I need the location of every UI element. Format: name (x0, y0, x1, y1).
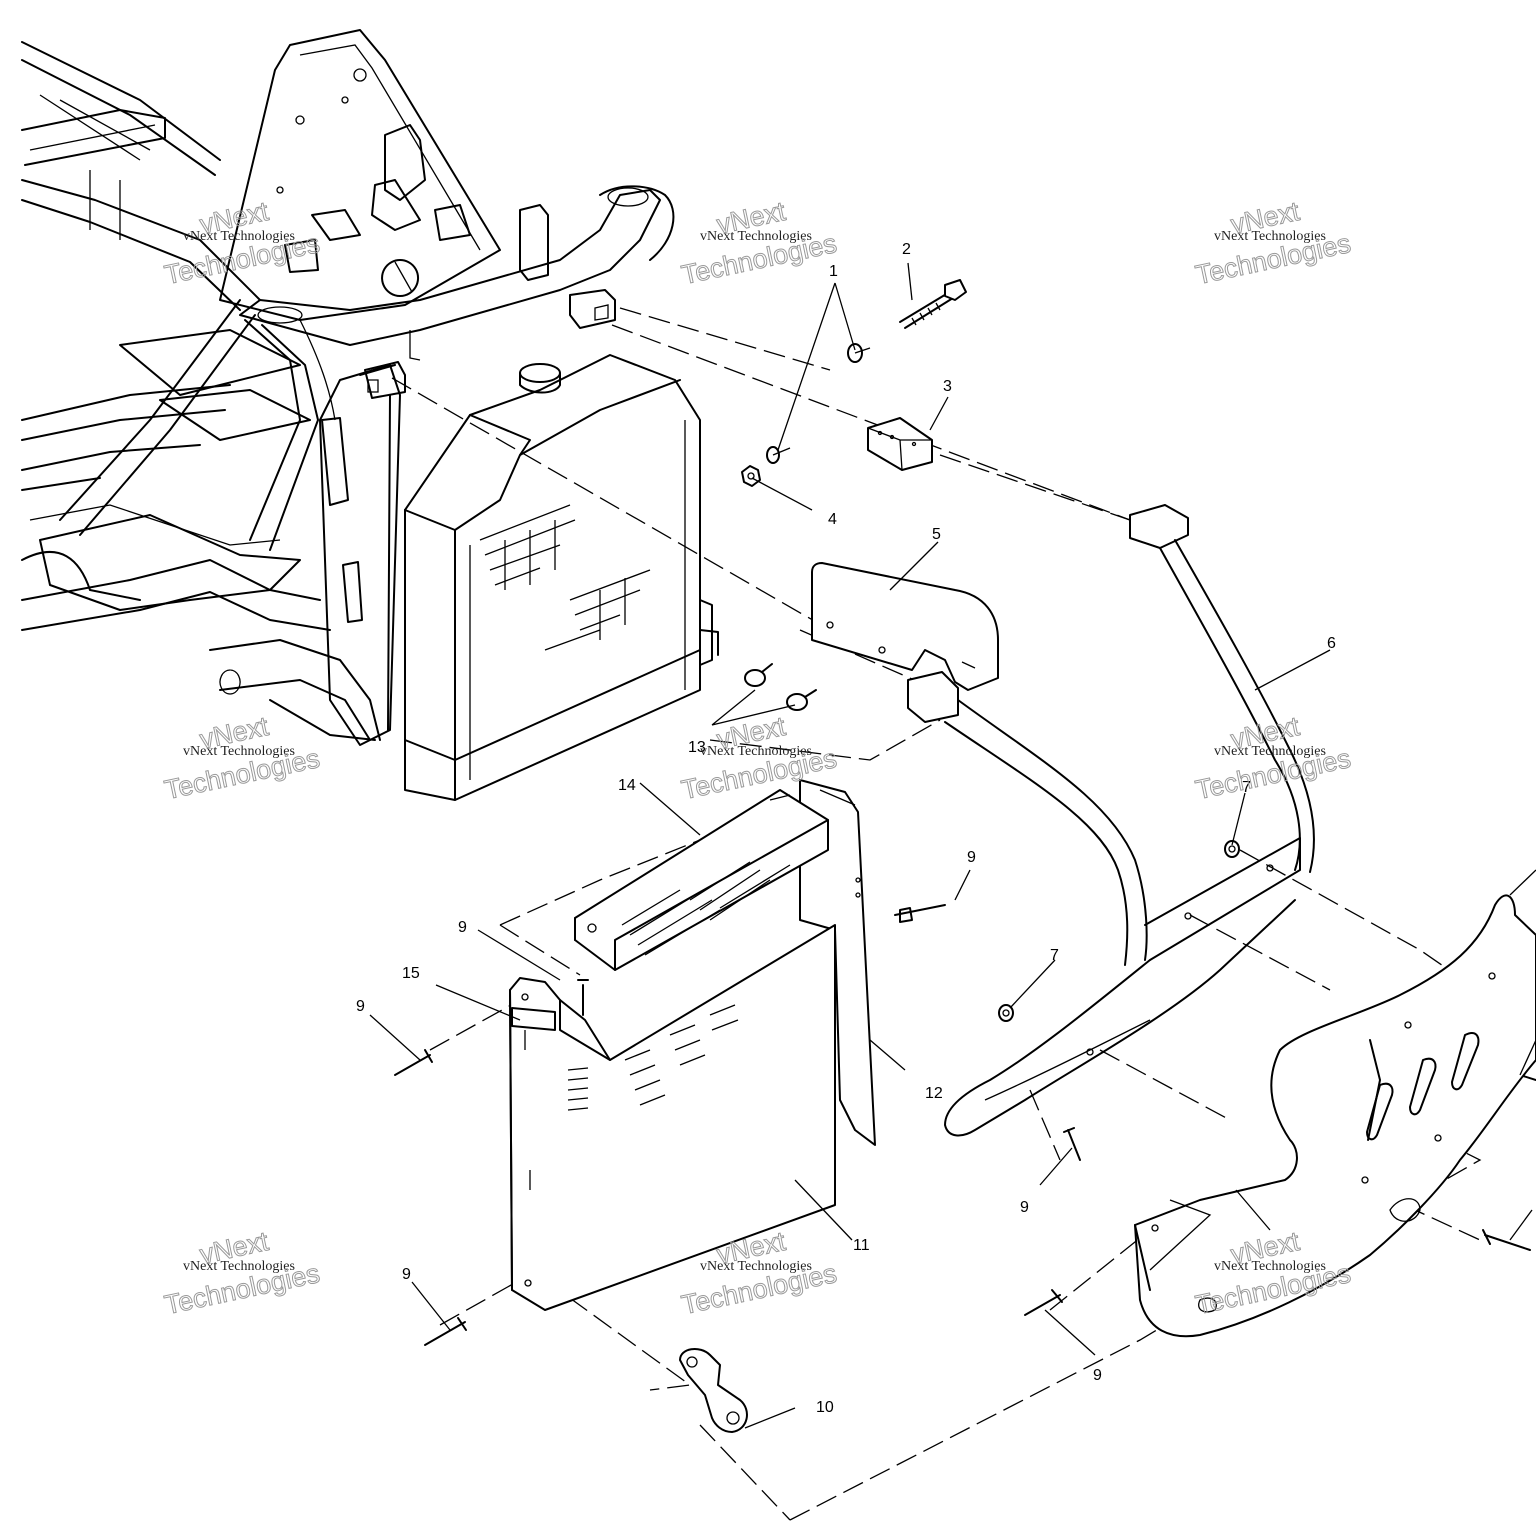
callout-5: 5 (932, 526, 941, 543)
svg-text:vNext Technologies: vNext Technologies (183, 1259, 295, 1274)
callout-4: 4 (828, 511, 837, 528)
callout-9-c: 9 (356, 998, 365, 1015)
hardware (394, 279, 1536, 1346)
shroud-bracket (679, 1348, 748, 1433)
radiator-shroud (509, 779, 876, 1311)
callout-13: 13 (688, 739, 706, 756)
callout-12: 12 (925, 1085, 943, 1102)
callout-1: 1 (829, 263, 838, 280)
callout-labels: 1 2 3 4 5 6 7 7 9 9 9 9 9 9 10 11 12 13 … (356, 241, 1336, 1416)
callout-9-e: 9 (1020, 1199, 1029, 1216)
callout-10: 10 (816, 1399, 834, 1416)
svg-text:vNext Technologies: vNext Technologies (183, 744, 295, 759)
svg-text:vNext Technologies: vNext Technologies (700, 1259, 812, 1274)
callout-9-a: 9 (967, 849, 976, 866)
svg-text:vNext Technologies: vNext Technologies (1214, 1259, 1326, 1274)
radiator (404, 354, 719, 801)
callout-7-upper: 7 (1242, 779, 1251, 796)
leader-lines (369, 262, 1536, 1429)
callout-7-lower: 7 (1050, 947, 1059, 964)
callout-9-b: 9 (458, 919, 467, 936)
svg-text:vNext Technologies: vNext Technologies (700, 229, 812, 244)
callout-9-d: 9 (402, 1266, 411, 1283)
skid-plate (1134, 894, 1536, 1338)
front-bumper (907, 504, 1315, 1137)
svg-text:vNext Technologies: vNext Technologies (1214, 744, 1326, 759)
upper-grille-panel (574, 789, 829, 971)
svg-text:vNext Technologies: vNext Technologies (1214, 229, 1326, 244)
svg-text:vNext Technologies: vNext Technologies (700, 744, 812, 759)
callout-11: 11 (853, 1237, 870, 1254)
bumper-pad-panel (811, 562, 999, 691)
callout-9-f: 9 (1093, 1367, 1102, 1384)
svg-text:vNext Technologies: vNext Technologies (183, 229, 295, 244)
vehicle-frame (21, 29, 675, 746)
callout-15: 15 (402, 965, 420, 982)
callout-14: 14 (618, 777, 636, 794)
callout-6: 6 (1327, 635, 1336, 652)
callout-2: 2 (902, 241, 911, 258)
callout-3: 3 (943, 378, 952, 395)
